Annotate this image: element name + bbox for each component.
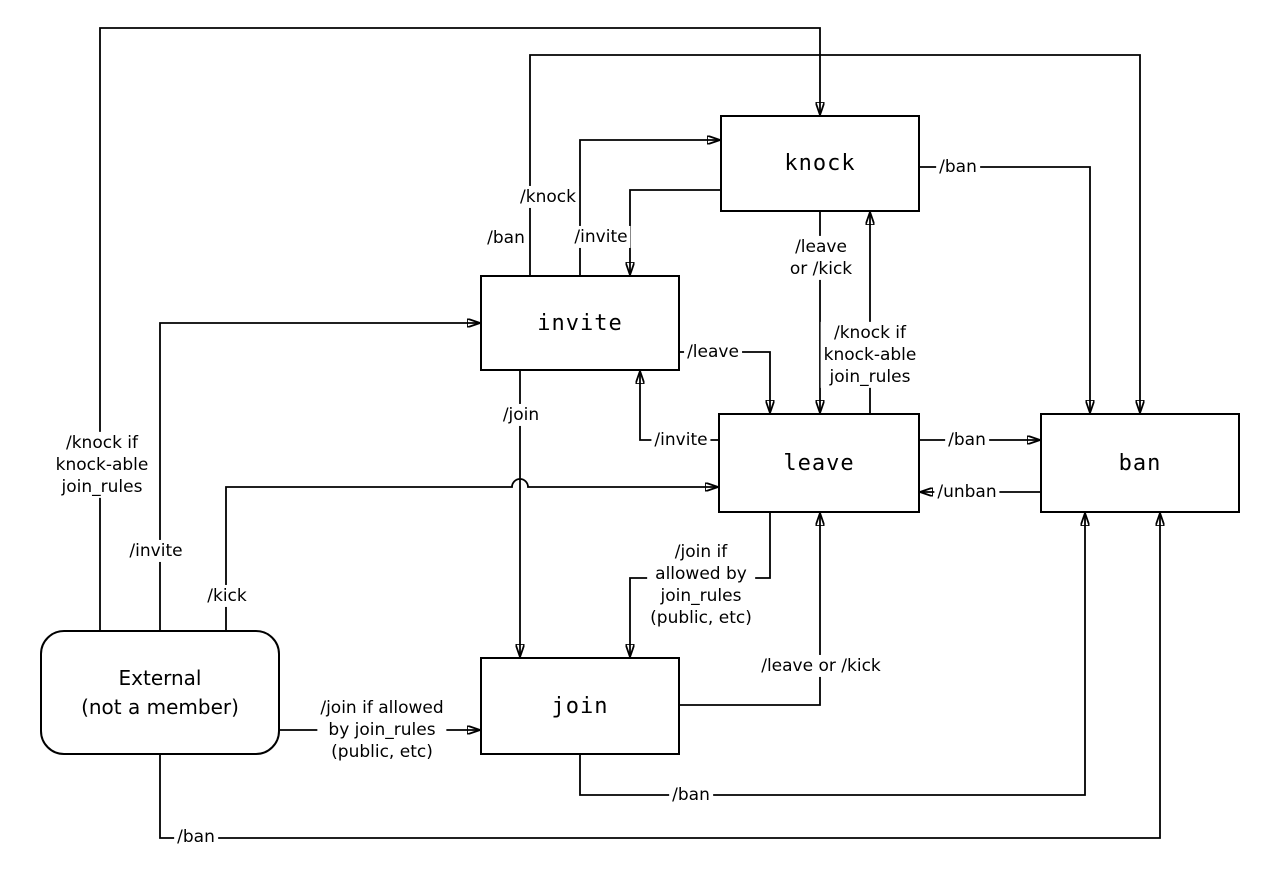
edge-join-to-ban	[579, 513, 1085, 796]
node-leave: leave	[718, 413, 920, 513]
edge-knock-to-ban	[920, 166, 1090, 413]
edge-external-to-knock	[99, 27, 820, 630]
edge-label-join-to-leave: /leave or /kick	[758, 654, 884, 678]
edge-label-invite-to-join: /join	[499, 403, 543, 427]
edge-join-to-leave	[680, 513, 820, 706]
edge-label-invite-to-knock: /knock	[517, 185, 579, 209]
edge-label-external-to-ban: /ban	[174, 825, 218, 849]
node-knock: knock	[720, 115, 920, 212]
node-external: External (not a member)	[40, 630, 280, 755]
edge-label-external-to-knock: /knock if knock-able join_rules	[52, 431, 152, 499]
edge-label-leave-to-invite: /invite	[651, 428, 711, 452]
node-invite: invite	[480, 275, 680, 371]
edge-external-to-invite	[159, 323, 480, 630]
edge-label-leave-to-knock: /knock if knock-able join_rules	[820, 321, 920, 389]
edge-label-knock-to-ban: /ban	[936, 155, 980, 179]
edge-invite-to-knock	[579, 140, 720, 275]
edge-label-join-to-ban: /ban	[669, 783, 713, 807]
node-join: join	[480, 657, 680, 755]
edge-label-external-to-leave: /kick	[204, 584, 250, 608]
edge-label-invite-to-ban: /ban	[484, 226, 528, 250]
edge-label-ban-to-leave: /unban	[934, 480, 1000, 504]
edge-label-leave-to-ban: /ban	[945, 428, 989, 452]
edge-knock-to-invite	[630, 189, 720, 275]
edge-label-external-to-join: /join if allowed by join_rules (public, …	[317, 696, 447, 764]
edge-label-leave-to-join: /join if allowed by join_rules (public, …	[647, 540, 755, 630]
edge-external-to-leave	[225, 478, 718, 630]
edge-label-knock-to-invite: /invite	[571, 225, 631, 249]
edge-label-external-to-invite: /invite	[126, 539, 186, 563]
edge-external-to-ban	[159, 513, 1160, 839]
node-ban: ban	[1040, 413, 1240, 513]
edge-label-knock-to-leave: /leave or /kick	[786, 235, 856, 281]
edge-invite-to-ban	[529, 54, 1140, 413]
edge-label-invite-to-leave: /leave	[684, 340, 742, 364]
